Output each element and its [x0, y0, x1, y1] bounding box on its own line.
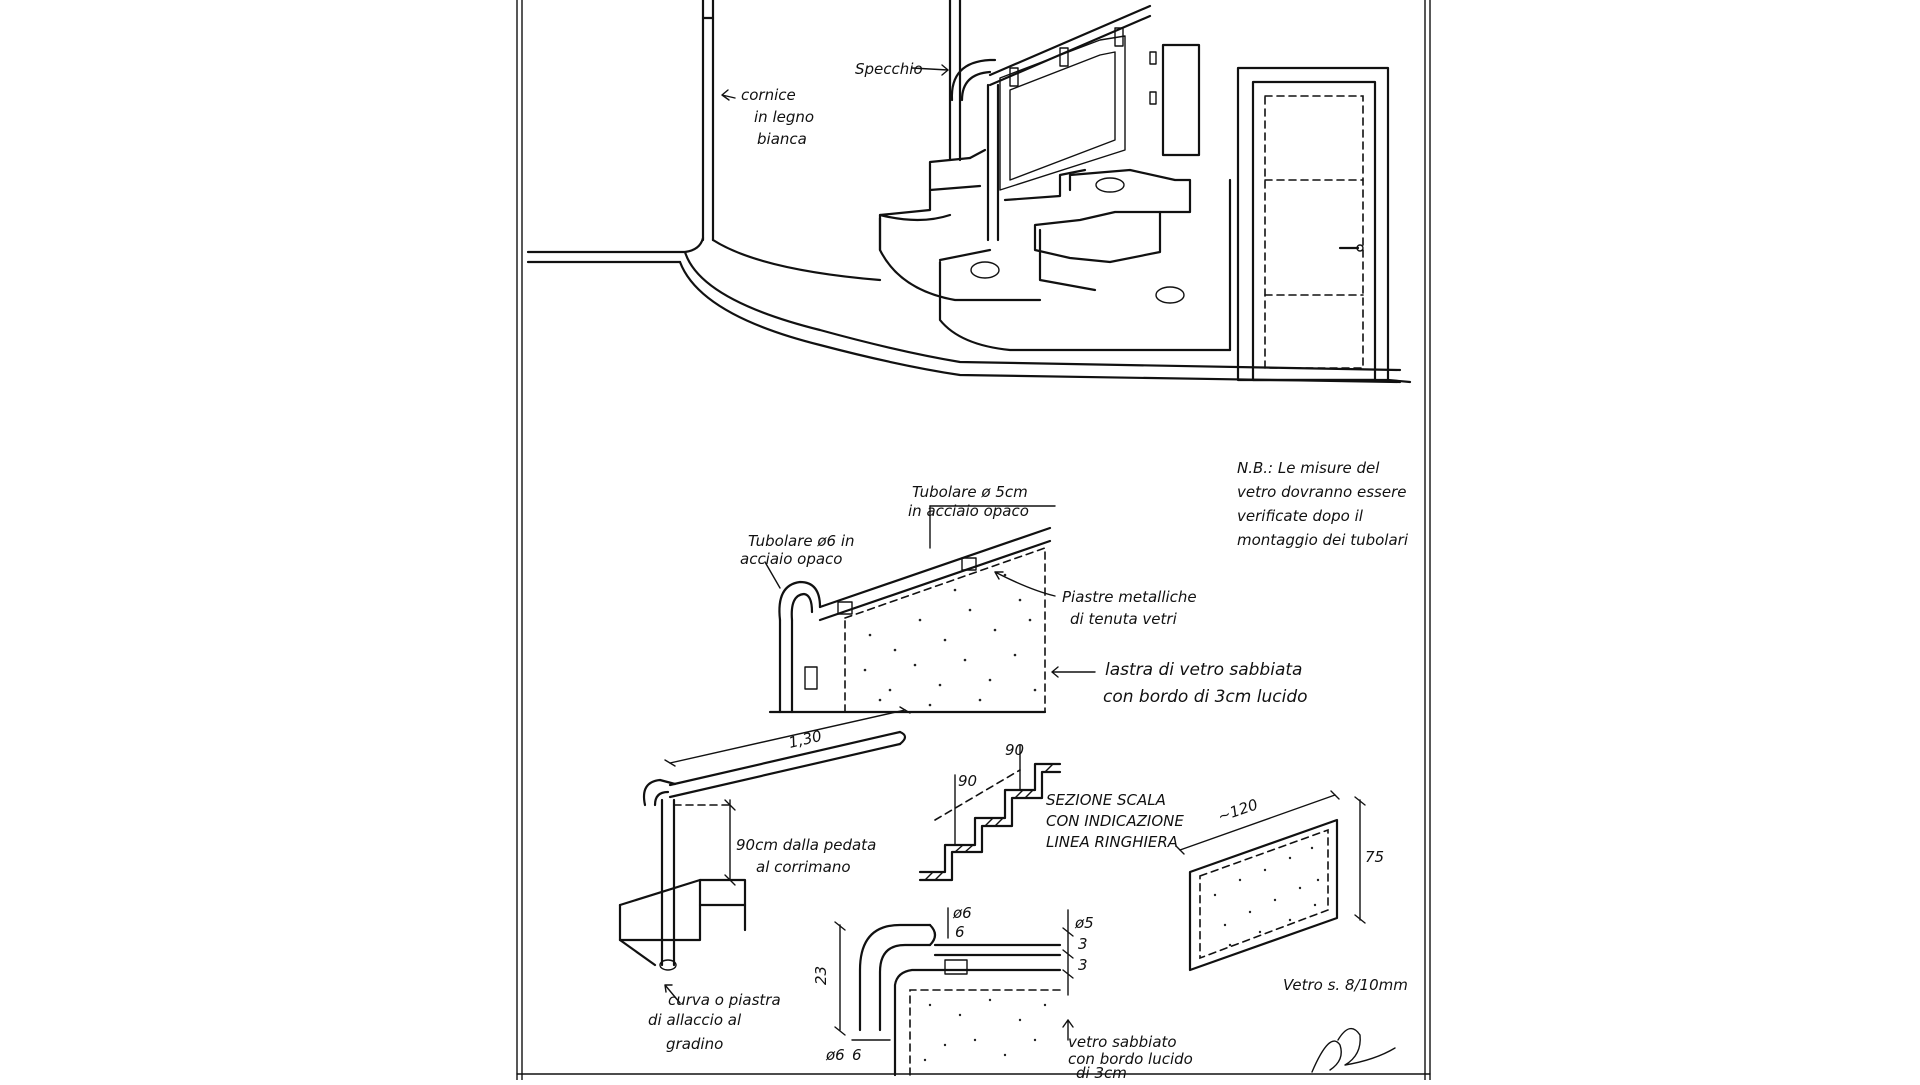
- label-lastra-1: lastra di vetro sabbiata: [1105, 660, 1302, 680]
- handrail-step-view: 1,30 90cm dalla pedata al corrimano curv…: [618, 706, 911, 1053]
- handrail-glass-detail: Tubolare ø 5cm in acciaio opaco Tubolare…: [740, 483, 1308, 714]
- label-vetro-sab-1: vetro sabbiato: [1068, 1033, 1177, 1051]
- nb-line-2: vetro dovranno essere: [1237, 483, 1406, 501]
- dim-1-30: 1,30: [787, 727, 824, 752]
- label-curva-3: gradino: [666, 1035, 723, 1053]
- nb-line-1: N.B.: Le misure del: [1237, 459, 1380, 477]
- dim-75: 75: [1365, 848, 1384, 866]
- glass-sandblast-dots: [863, 573, 1037, 707]
- label-cornice-1: cornice: [741, 86, 796, 104]
- signature-mark: [1311, 1027, 1396, 1073]
- dim-120: ~120: [1215, 795, 1260, 825]
- label-vetro-sab-2: con bordo lucido: [1068, 1050, 1193, 1068]
- dim-6-top: 6: [955, 923, 965, 941]
- label-curva-1: curva o piastra: [668, 991, 781, 1009]
- dim-90-b: 90: [1005, 741, 1024, 759]
- nb-note: N.B.: Le misure del vetro dovranno esser…: [1237, 459, 1409, 549]
- dim-6-bottom: 6: [852, 1046, 862, 1064]
- dim-3-a: 3: [1078, 935, 1088, 953]
- dim-o5: ø5: [1074, 914, 1094, 932]
- dim-90-a: 90: [958, 772, 977, 790]
- label-curva-2: di allaccio al: [648, 1011, 742, 1029]
- label-sezione-2: CON INDICAZIONE: [1046, 812, 1184, 830]
- label-tubolare5-2: in acciaio opaco: [908, 502, 1029, 520]
- stair-section: 90 90 SEZIONE SCALA CON INDICAZIONE LINE…: [918, 741, 1184, 882]
- nb-line-4: montaggio dei tubolari: [1237, 531, 1409, 549]
- handrail-section-detail: 23 ø6 6 ø6 6 ø5 3 3 vetro sabbiato con b…: [812, 904, 1193, 1082]
- dim-o6-bottom: ø6: [825, 1046, 845, 1064]
- label-tubolare6-1: Tubolare ø6 in: [748, 532, 855, 550]
- dim-3-b: 3: [1078, 956, 1088, 974]
- label-vetro-spessore: Vetro s. 8/10mm: [1283, 976, 1408, 994]
- label-vetro-sab-3: di 3cm: [1076, 1064, 1127, 1080]
- label-piastre-2: di tenuta vetri: [1070, 610, 1178, 628]
- label-sezione-1: SEZIONE SCALA: [1046, 791, 1166, 809]
- label-90cm-1: 90cm dalla pedata: [736, 836, 876, 854]
- label-cornice-2: in legno: [754, 108, 814, 126]
- room-perspective-sketch: cornice in legno bianca Specchio: [526, 0, 1412, 384]
- dim-o6-top: ø6: [952, 904, 972, 922]
- label-specchio: Specchio: [855, 60, 923, 78]
- label-sezione-3: LINEA RINGHIERA: [1046, 833, 1178, 851]
- door-sketch: [1236, 66, 1412, 384]
- label-lastra-2: con bordo di 3cm lucido: [1103, 687, 1308, 707]
- sheet-frame: [516, 0, 1431, 1081]
- section-glass-dots: [923, 998, 1047, 1062]
- nb-line-3: verificate dopo il: [1237, 507, 1364, 525]
- glass-panel-dots: [1213, 846, 1320, 947]
- label-tubolare5-1: Tubolare ø 5cm: [912, 483, 1028, 501]
- label-piastre-1: Piastre metalliche: [1062, 588, 1197, 606]
- label-90cm-2: al corrimano: [756, 858, 851, 876]
- dim-23: 23: [812, 966, 830, 985]
- label-tubolare6-2: acciaio opaco: [740, 550, 842, 568]
- glass-panel-detail: ~120 75 Vetro s. 8/10mm: [1175, 790, 1408, 994]
- label-cornice-3: bianca: [757, 130, 807, 148]
